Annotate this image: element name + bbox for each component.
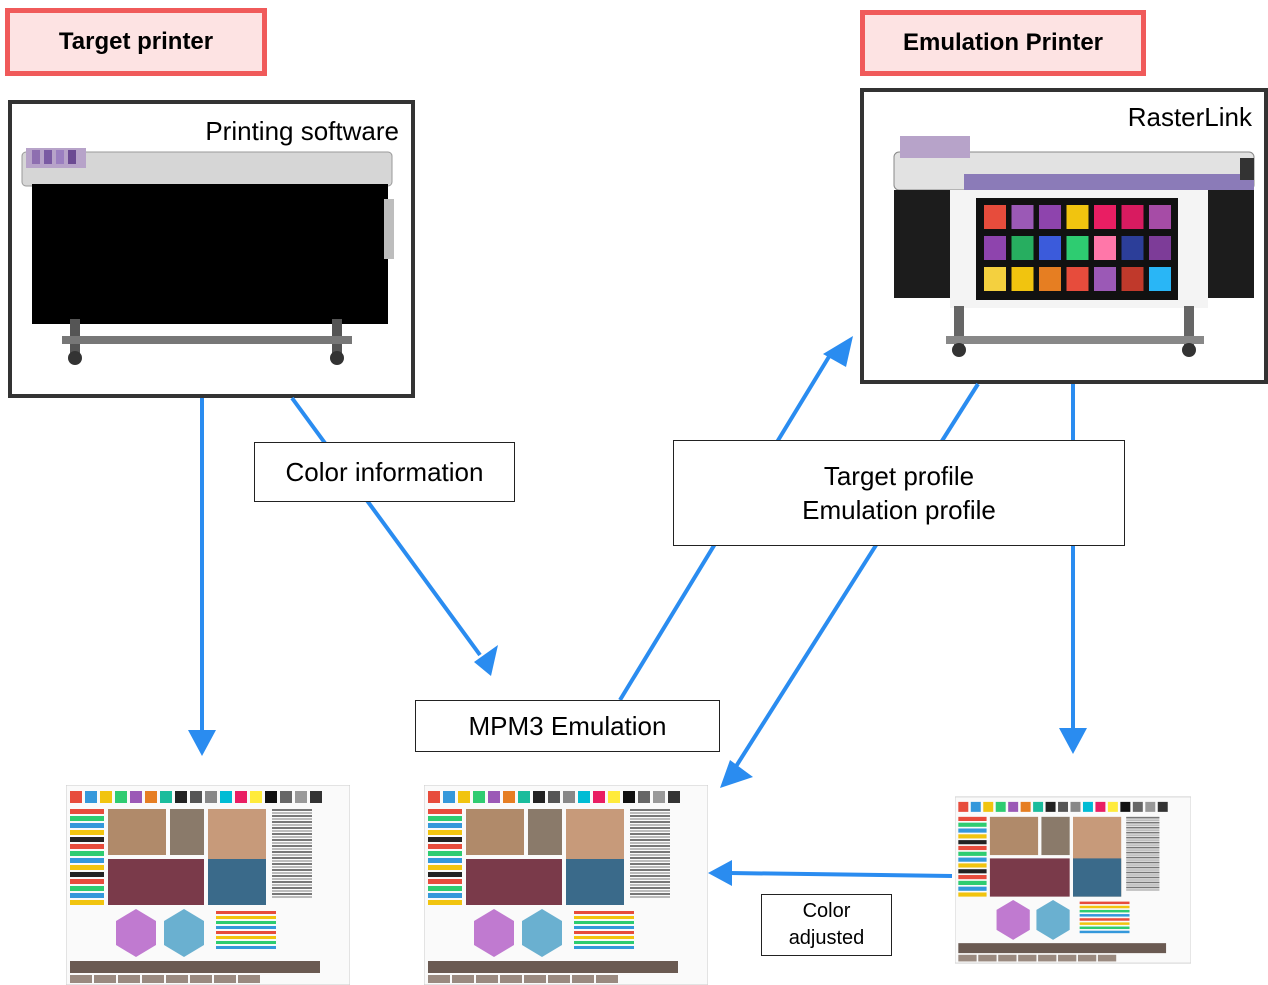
emulation-profile-label: Emulation profile bbox=[802, 495, 996, 525]
emulation-printer-tag: Emulation Printer bbox=[860, 10, 1146, 76]
arrow-heads bbox=[188, 336, 1087, 886]
emulation-test-chart bbox=[955, 796, 1191, 964]
mpm3-emulation-box: MPM3 Emulation bbox=[415, 700, 720, 752]
color-swatch bbox=[1039, 267, 1061, 291]
mpm3-emulation-label: MPM3 Emulation bbox=[468, 711, 667, 741]
emulation-printer-frame: RasterLink bbox=[860, 88, 1268, 384]
color-swatch bbox=[1011, 205, 1034, 229]
color-swatch bbox=[984, 267, 1006, 291]
color-adjusted-line2: adjusted bbox=[788, 927, 865, 949]
color-swatch-grid bbox=[984, 205, 1171, 291]
color-swatch bbox=[984, 205, 1006, 229]
color-swatch bbox=[1149, 205, 1171, 229]
color-swatch bbox=[1011, 236, 1034, 260]
emulation-software-label: RasterLink bbox=[1127, 102, 1252, 132]
color-swatch bbox=[1066, 205, 1089, 229]
color-swatch bbox=[1066, 236, 1089, 260]
arrow-lines bbox=[200, 353, 1075, 878]
color-swatch bbox=[1094, 236, 1116, 260]
emulation-printer-tag-label: Emulation Printer bbox=[902, 29, 1104, 56]
color-swatch bbox=[1094, 205, 1116, 229]
color-adjusted-line1: Color bbox=[802, 900, 851, 922]
color-information-label: Color information bbox=[285, 457, 484, 487]
target-printer-image bbox=[21, 148, 394, 365]
color-swatch bbox=[1149, 267, 1171, 291]
emulation-printer-image bbox=[893, 136, 1255, 357]
target-software-label: Printing software bbox=[205, 116, 399, 146]
color-swatch bbox=[1039, 236, 1061, 260]
color-swatch bbox=[984, 236, 1006, 260]
target-printer-tag: Target printer bbox=[5, 8, 267, 76]
color-swatch bbox=[1011, 267, 1034, 291]
color-information-box: Color information bbox=[254, 442, 515, 502]
target-printer-tag-label: Target printer bbox=[58, 28, 214, 55]
color-swatch bbox=[1149, 236, 1171, 260]
color-swatch bbox=[1121, 267, 1144, 291]
color-swatch bbox=[1066, 267, 1089, 291]
color-swatch bbox=[1121, 205, 1144, 229]
color-swatch bbox=[1094, 267, 1116, 291]
mpm3-test-chart bbox=[424, 785, 708, 985]
color-swatch bbox=[1039, 205, 1061, 229]
target-printer-frame: Printing software bbox=[8, 100, 415, 398]
target-profile-label: Target profile bbox=[823, 461, 975, 491]
profile-box: Target profile Emulation profile bbox=[673, 440, 1125, 546]
target-test-chart bbox=[66, 785, 350, 985]
color-swatch bbox=[1121, 236, 1144, 260]
color-adjusted-box: Color adjusted bbox=[761, 894, 892, 956]
